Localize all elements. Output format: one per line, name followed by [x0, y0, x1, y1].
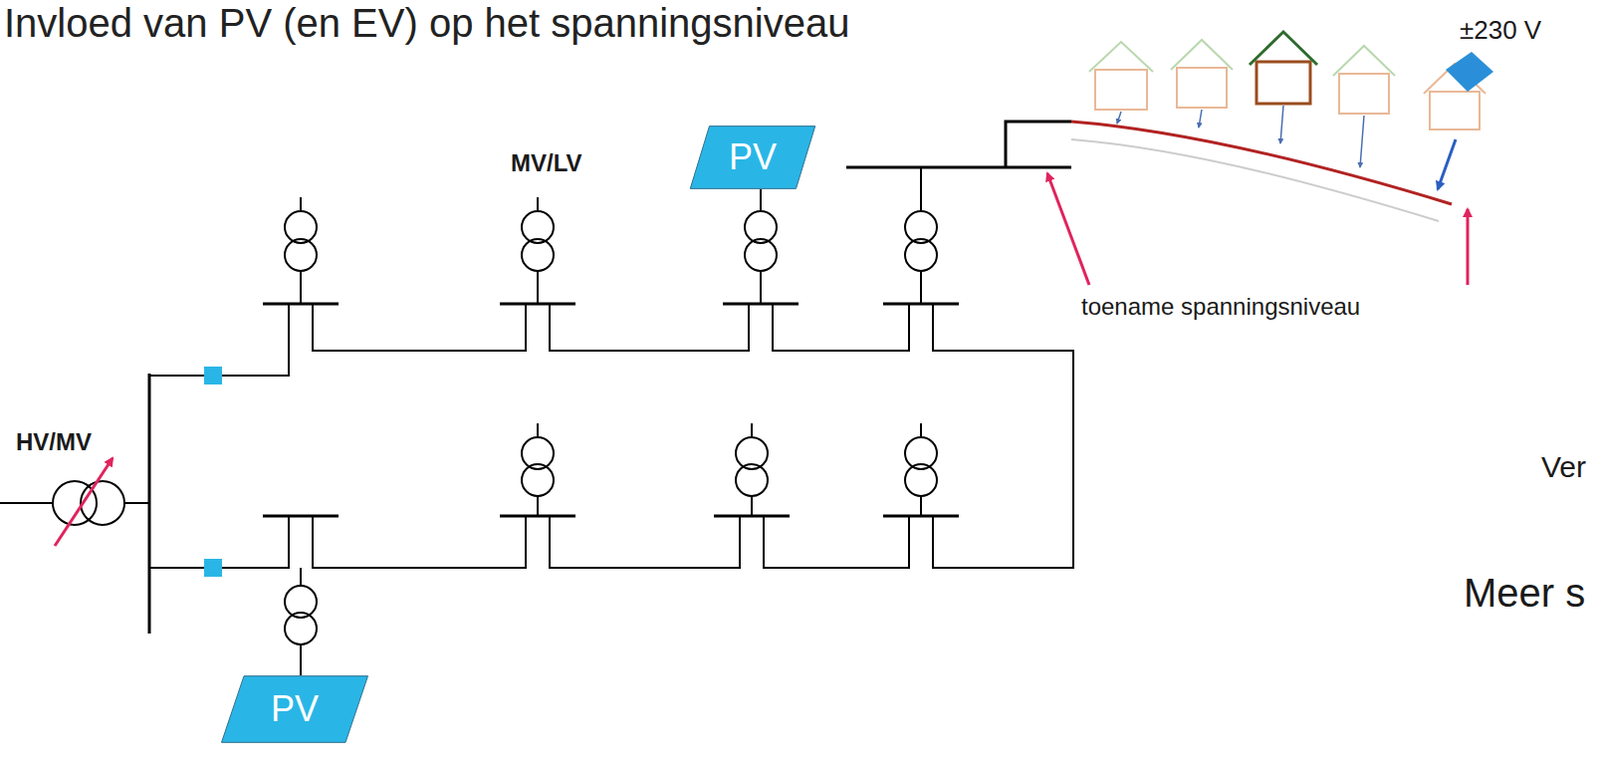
slide-title: Invloed van PV (en EV) op het spanningsn… [3, 0, 850, 46]
pv-panel: PV [688, 125, 817, 190]
annotation-label: toename spanningsniveau [1081, 292, 1361, 321]
pv-panel: PV [220, 675, 370, 743]
voltage-label: ±230 V [1459, 15, 1542, 46]
substation-label: HV/MV [15, 428, 92, 457]
substation-label: MV/LV [510, 149, 583, 178]
slide-text: Ver [1541, 450, 1587, 485]
pv-label: PV [728, 137, 777, 178]
pv-label: PV [270, 688, 319, 729]
slide-text: Meer s [1463, 569, 1586, 616]
